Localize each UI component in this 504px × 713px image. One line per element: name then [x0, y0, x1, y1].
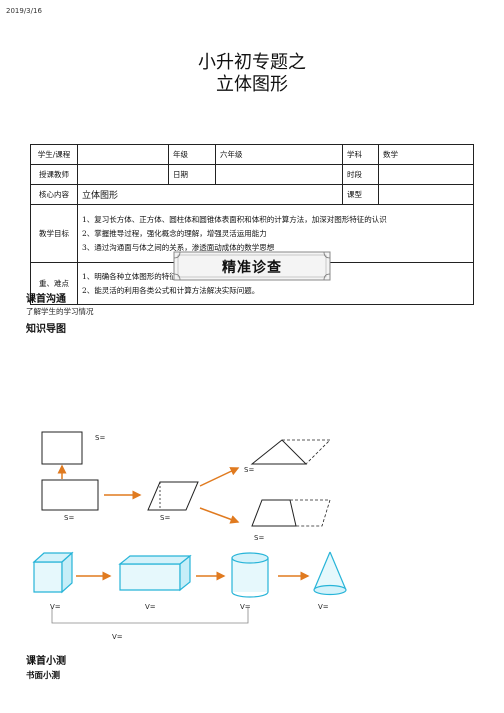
section-banner: 精准诊查 — [172, 250, 332, 282]
banner-frame — [173, 251, 331, 281]
date-value — [215, 164, 343, 185]
section-title-quiz: 课首小测 — [26, 656, 66, 667]
teacher-value — [77, 164, 169, 185]
volume-label: V= — [240, 603, 251, 611]
core-label: 核心内容 — [30, 184, 78, 205]
page-subtitle: 立体图形 — [216, 74, 288, 95]
focus-label: 重、难点 — [30, 262, 78, 305]
area-label: S= — [64, 514, 75, 522]
area-label: S= — [95, 434, 106, 442]
lesson-value — [378, 184, 474, 205]
focus-item: 2、能灵活的利用各类公式和计算方法解决实际问题。 — [82, 285, 260, 295]
teacher-label: 授课教师 — [30, 164, 78, 185]
parallelogram-shape — [147, 481, 199, 511]
print-date: 2019/3/16 — [6, 7, 42, 15]
lesson-label: 课型 — [342, 184, 379, 205]
period-label: 时段 — [342, 164, 379, 185]
core-value: 立体图形 — [77, 184, 343, 205]
goal-item: 2、掌握推导过程，强化概念的理解，增强灵活运用能力 — [82, 228, 267, 238]
area-label: S= — [244, 466, 255, 474]
course-info-table: 学生/课程 年级 六年级 学科 数学 授课教师 日期 时段 核心内容 立体图形 … — [30, 144, 474, 305]
goal-item: 3、通过沟通面与体之间的关系，渗透面动成体的数学思想 — [82, 242, 275, 252]
cube-shape — [32, 551, 74, 594]
student-label: 学生/课程 — [30, 144, 78, 165]
grade-value: 六年级 — [215, 144, 343, 165]
section-title-map: 知识导图 — [26, 324, 66, 335]
square-shape — [41, 431, 83, 465]
volume-label: V= — [50, 603, 61, 611]
knowledge-map — [32, 431, 347, 624]
arrow-icon — [199, 467, 240, 487]
goal-item: 1、复习长方体、正方体、圆柱体和圆锥体表面积和体积的计算方法，加深对图形特征的认… — [82, 214, 387, 224]
grade-label: 年级 — [168, 144, 216, 165]
area-label: S= — [160, 514, 171, 522]
triangle-shape — [250, 439, 308, 465]
cone-shape — [313, 551, 347, 596]
cylinder-shape — [231, 552, 269, 598]
section-title-written: 书面小测 — [26, 671, 61, 681]
arrow-icon — [199, 507, 240, 524]
bracket-line — [51, 608, 249, 624]
goals-label: 教学目标 — [30, 204, 78, 263]
cuboid-shape — [118, 554, 192, 592]
date-label: 日期 — [168, 164, 216, 185]
section-intro-text: 了解学生的学习情况 — [26, 307, 94, 316]
rectangle-shape — [41, 479, 99, 511]
page-title: 小升初专题之 — [198, 52, 306, 73]
student-value — [77, 144, 169, 165]
subject-value: 数学 — [378, 144, 474, 165]
volume-label: V= — [318, 603, 329, 611]
period-value — [378, 164, 474, 185]
section-title-intro: 课首沟通 — [26, 294, 66, 305]
area-label: S= — [254, 534, 265, 542]
banner-text: 精准诊查 — [222, 260, 282, 276]
trapezoid-shape — [251, 499, 297, 527]
volume-label: V= — [112, 633, 123, 641]
volume-label: V= — [145, 603, 156, 611]
subject-label: 学科 — [342, 144, 379, 165]
